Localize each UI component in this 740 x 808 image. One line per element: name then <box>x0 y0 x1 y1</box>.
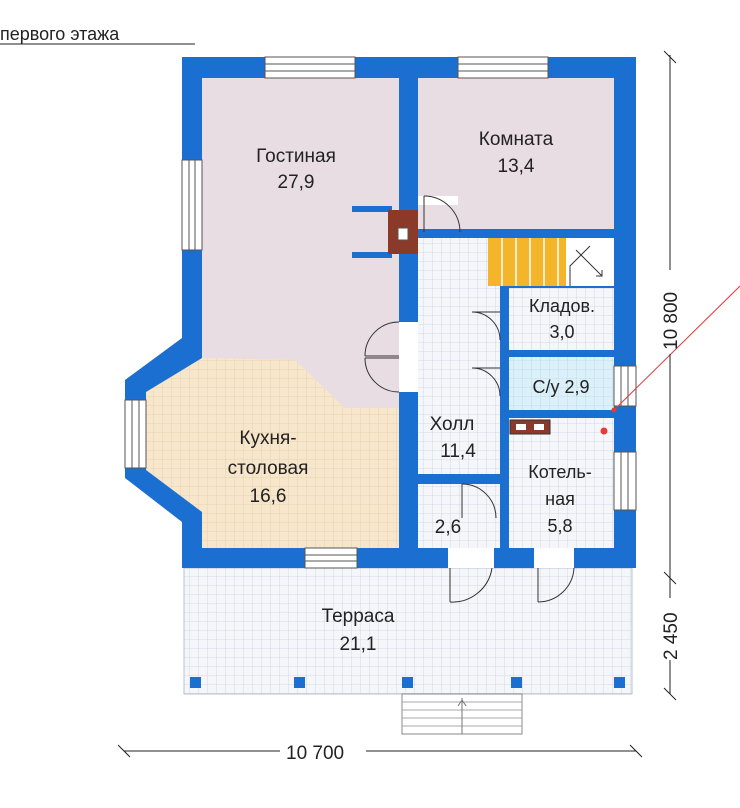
storage-floor <box>509 288 614 350</box>
interior-wall <box>399 78 418 548</box>
terrace-post <box>511 677 522 688</box>
boiler-name-line2: ная <box>545 489 575 509</box>
window <box>264 56 356 79</box>
boiler-name-line1: Котель- <box>528 462 591 482</box>
door-storage <box>471 311 501 341</box>
storage-name: Кладов. <box>529 296 595 316</box>
interior-wall <box>418 474 500 484</box>
window <box>181 159 203 251</box>
entrance-steps <box>401 693 523 735</box>
terrace-post <box>294 677 305 688</box>
kitchen-floor <box>202 358 399 548</box>
boiler-unit <box>509 419 608 435</box>
hall-name: Холл <box>430 414 475 435</box>
window <box>613 365 637 407</box>
staircase <box>488 238 614 286</box>
boiler-floor <box>509 418 614 548</box>
hall-area: 11,4 <box>440 441 476 462</box>
door-small-room <box>461 483 497 519</box>
terrace-area: 21,1 <box>340 634 377 655</box>
interior-wall <box>500 410 614 418</box>
small-room-floor <box>418 484 500 548</box>
room-name: Комната <box>479 129 554 150</box>
living-room-area: 27,9 <box>278 172 315 193</box>
pointer-dot <box>611 407 617 413</box>
interior-wall <box>500 288 509 548</box>
window <box>613 451 637 511</box>
terrace-floor <box>183 567 633 695</box>
kitchen-area: 16,6 <box>250 486 287 507</box>
door-wc <box>471 367 501 397</box>
window <box>457 56 549 79</box>
door-room <box>423 195 461 233</box>
interior-wall <box>500 350 614 357</box>
terrace-post <box>402 677 413 688</box>
kitchen-name-line2: столовая <box>228 458 309 479</box>
terrace-post <box>190 677 201 688</box>
living-room-floor <box>202 78 399 408</box>
door-opening <box>534 548 574 568</box>
boiler-area: 5,8 <box>547 516 572 536</box>
plan-title: первого этажа <box>0 24 120 44</box>
interior-wall <box>418 229 614 238</box>
door-opening <box>399 322 418 392</box>
entrance-door <box>449 567 493 603</box>
dimension-terrace-label: 2 450 <box>661 612 682 660</box>
double-door-living <box>364 321 400 393</box>
living-room-name: Гостиная <box>256 146 336 167</box>
kitchen-bay-floor <box>146 358 202 512</box>
storage-area: 3,0 <box>549 322 574 342</box>
door-opening <box>418 196 458 205</box>
kitchen-name-line1: Кухня- <box>239 428 296 449</box>
hall-floor <box>418 238 500 474</box>
room-floor <box>418 78 614 229</box>
wc-floor <box>509 357 614 410</box>
terrace-post <box>614 677 625 688</box>
chimney <box>352 206 418 258</box>
dimension-width <box>117 744 643 758</box>
terrace-name: Терраса <box>322 606 395 627</box>
boiler-door <box>537 567 575 603</box>
small-room-area: 2,6 <box>435 517 461 538</box>
dimension-width-label: 10 700 <box>286 743 344 764</box>
window <box>304 547 358 569</box>
wc-label: С/у 2,9 <box>532 377 589 397</box>
door-opening <box>448 548 494 568</box>
room-area: 13,4 <box>498 156 535 177</box>
window <box>124 399 147 469</box>
dimension-height <box>663 50 677 701</box>
pointer-line <box>611 285 740 413</box>
dimension-height-label: 10 800 <box>661 292 682 350</box>
